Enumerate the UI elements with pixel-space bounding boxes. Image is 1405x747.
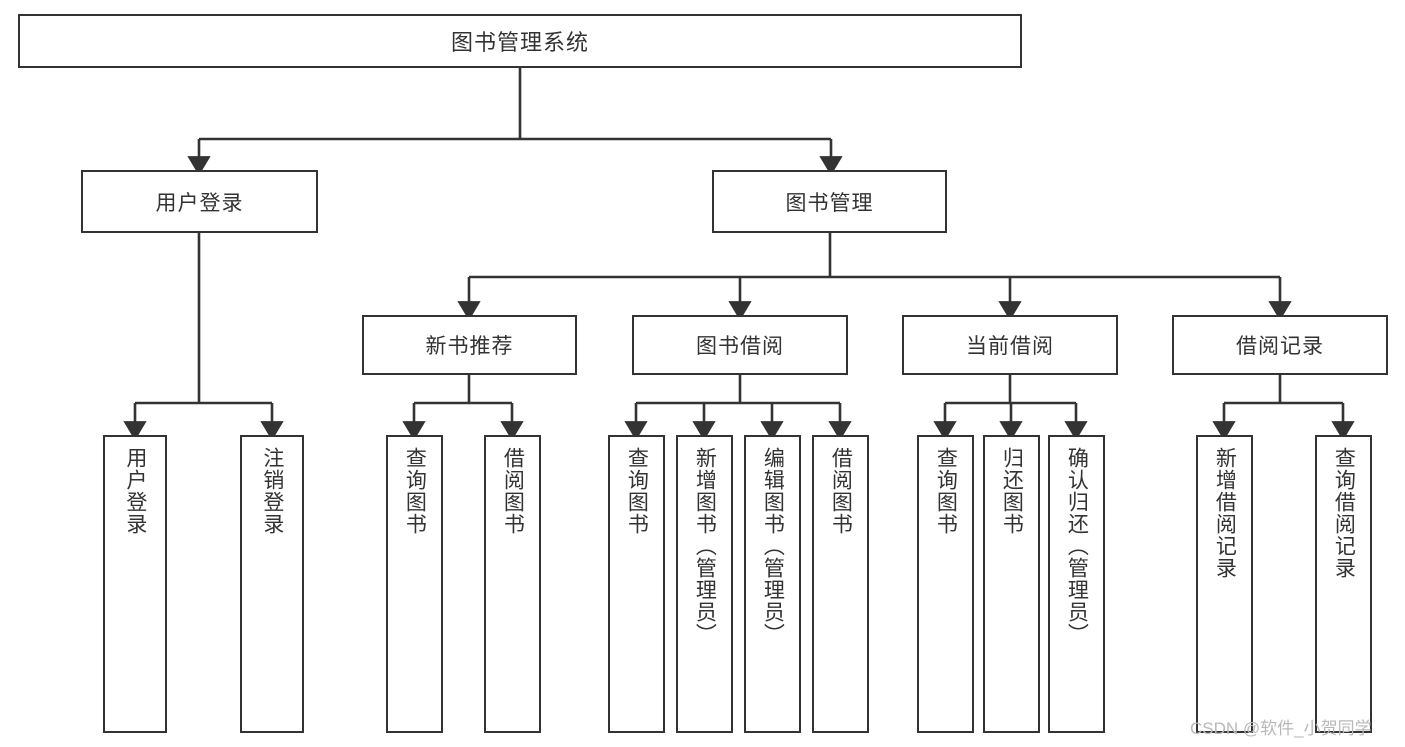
- leaf-query-borrow-record[interactable]: 查询借阅记录: [1315, 435, 1372, 733]
- leaf-add-book-admin[interactable]: 新增图书（管理员）: [676, 435, 733, 733]
- leaf-borrow-books-borrow[interactable]: 借阅图书: [812, 435, 869, 733]
- node-book-borrow-label: 图书借阅: [696, 335, 784, 358]
- leaf-logout-label: 注销登录: [260, 447, 284, 535]
- leaf-query-books-borrow[interactable]: 查询图书: [608, 435, 665, 733]
- node-user-login[interactable]: 用户登录: [81, 170, 318, 233]
- leaf-user-login[interactable]: 用户登录: [103, 435, 167, 733]
- leaf-user-login-label: 用户登录: [123, 447, 147, 535]
- node-borrow-record-label: 借阅记录: [1236, 335, 1324, 358]
- leaf-query-books-newbook[interactable]: 查询图书: [386, 435, 443, 733]
- node-book-management[interactable]: 图书管理: [712, 170, 947, 233]
- leaf-edit-book-admin[interactable]: 编辑图书（管理员）: [744, 435, 801, 733]
- node-current-borrow[interactable]: 当前借阅: [902, 315, 1118, 375]
- leaf-confirm-return-admin-label: 确认归还（管理员）: [1065, 447, 1089, 645]
- leaf-edit-book-admin-label: 编辑图书（管理员）: [761, 447, 785, 645]
- leaf-query-books-newbook-label: 查询图书: [403, 447, 427, 535]
- leaf-borrow-books-borrow-label: 借阅图书: [829, 447, 853, 535]
- leaf-query-books-current-label: 查询图书: [934, 447, 958, 535]
- leaf-confirm-return-admin[interactable]: 确认归还（管理员）: [1048, 435, 1105, 733]
- leaf-borrow-books-newbook-label: 借阅图书: [501, 447, 525, 535]
- node-new-book-recommend[interactable]: 新书推荐: [362, 315, 577, 375]
- node-root-label: 图书管理系统: [450, 30, 589, 55]
- node-current-borrow-label: 当前借阅: [966, 335, 1054, 358]
- node-book-management-label: 图书管理: [785, 191, 874, 215]
- leaf-borrow-books-newbook[interactable]: 借阅图书: [484, 435, 541, 733]
- node-root[interactable]: 图书管理系统: [18, 14, 1022, 68]
- leaf-query-borrow-record-label: 查询借阅记录: [1332, 447, 1356, 579]
- leaf-return-books[interactable]: 归还图书: [983, 435, 1040, 733]
- node-book-borrow[interactable]: 图书借阅: [632, 315, 848, 375]
- leaf-query-books-current[interactable]: 查询图书: [917, 435, 974, 733]
- leaf-logout[interactable]: 注销登录: [240, 435, 304, 733]
- leaf-add-book-admin-label: 新增图书（管理员）: [693, 447, 717, 645]
- leaf-add-borrow-record[interactable]: 新增借阅记录: [1196, 435, 1253, 733]
- node-user-login-label: 用户登录: [155, 191, 244, 215]
- csdn-watermark: CSDN @软件_小贺同学: [1190, 719, 1372, 738]
- leaf-return-books-label: 归还图书: [1000, 447, 1024, 535]
- leaf-add-borrow-record-label: 新增借阅记录: [1213, 447, 1237, 579]
- node-borrow-record[interactable]: 借阅记录: [1172, 315, 1388, 375]
- leaf-query-books-borrow-label: 查询图书: [625, 447, 649, 535]
- node-new-book-recommend-label: 新书推荐: [425, 335, 514, 358]
